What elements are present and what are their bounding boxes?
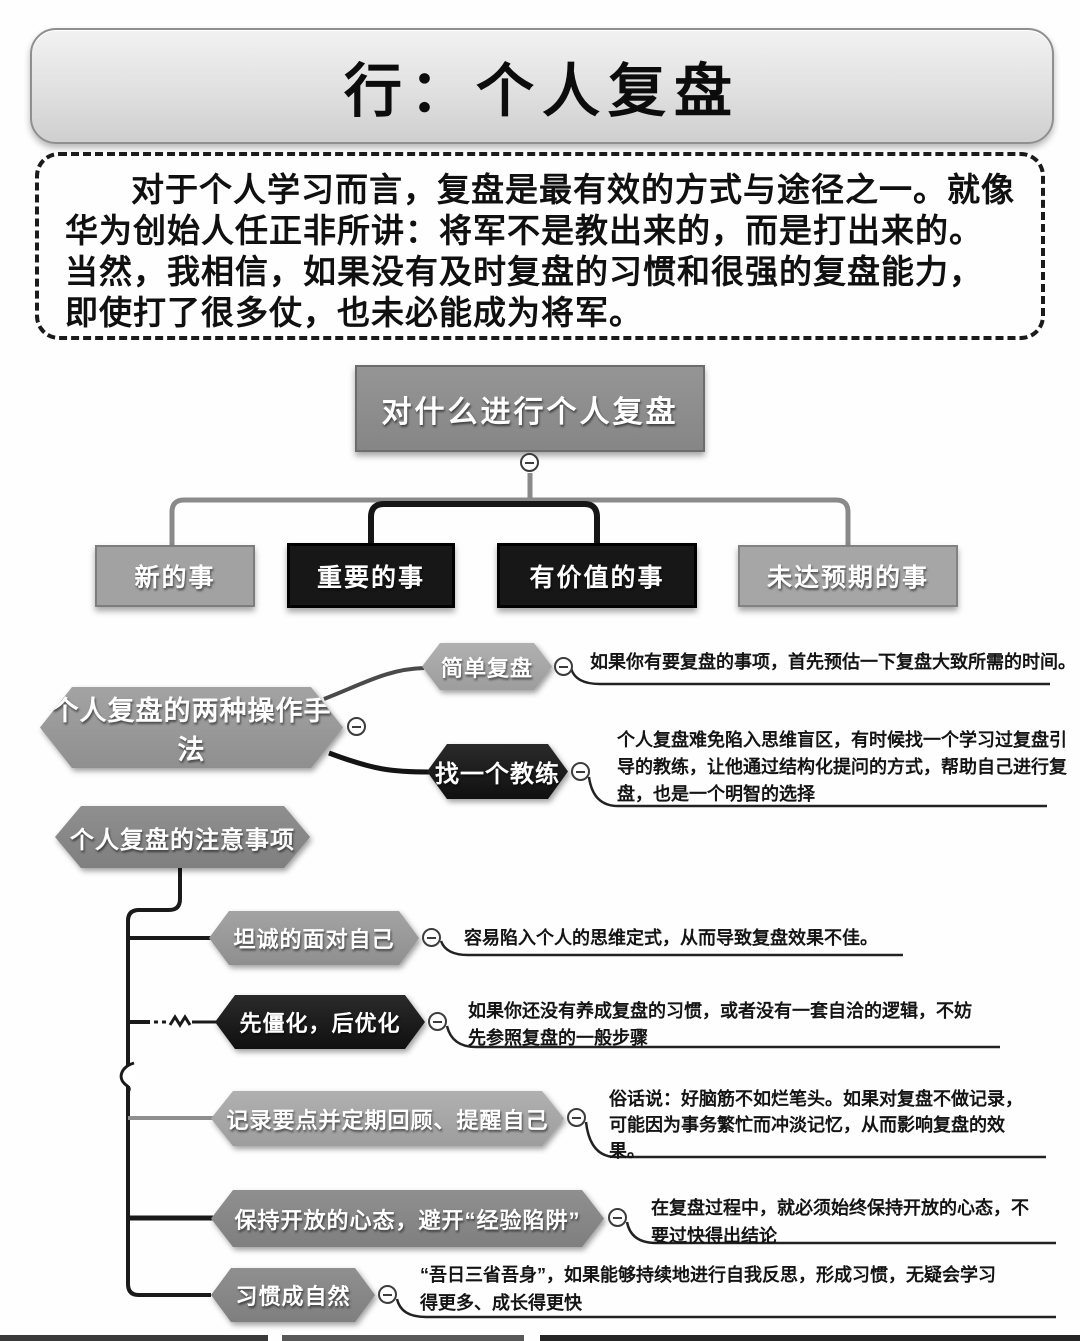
collapse-icon[interactable]	[608, 1208, 627, 1227]
caution-take-notes-label: 记录要点并定期回顾、提醒自己	[211, 1091, 564, 1146]
collapse-icon[interactable]	[428, 1012, 447, 1031]
note-text: 容易陷入个人的思维定式，从而导致复盘效果不佳。	[464, 928, 878, 948]
caution-open-mind-node[interactable]: 保持开放的心态，避开“经验陷阱”	[211, 1190, 604, 1247]
collapse-icon[interactable]	[378, 1285, 397, 1304]
intro-note: 对于个人学习而言，复盘是最有效的方式与途径之一。就像华为创始人任正非所讲：将军不…	[35, 152, 1045, 340]
note-text: 如果你有要复盘的事项，首先预估一下复盘大致所需的时间。	[590, 652, 1076, 672]
note-text: 在复盘过程中，就必须始终保持开放的心态，不要过快得出结论	[651, 1198, 1029, 1246]
methods-root-label: 个人复盘的两种操作手法	[40, 687, 343, 768]
note-text: 俗话说：好脑筋不如烂笔头。如果对复盘不做记录，可能因为事务繁忙而冲淡记忆，从而影…	[609, 1089, 1023, 1161]
collapse-icon[interactable]	[422, 928, 441, 947]
cropped-node-edge	[282, 1335, 524, 1341]
collapse-icon[interactable]	[567, 1108, 586, 1127]
method-find-coach-node[interactable]: 找一个教练	[427, 744, 568, 799]
tree-child-below-expectation-things[interactable]: 未达预期的事	[738, 545, 958, 607]
cropped-node-edge	[0, 1335, 268, 1341]
note-text: “吾日三省吾身”，如果能够持续地进行自我反思，形成习惯，无疑会学习得更多、成长得…	[420, 1265, 996, 1313]
tree-child-new-things[interactable]: 新的事	[95, 545, 255, 607]
caution-rigid-then-optimize-label: 先僵化，后优化	[215, 995, 425, 1049]
caution-take-notes-node[interactable]: 记录要点并定期回顾、提醒自己	[211, 1091, 564, 1146]
note-text: 个人复盘难免陷入思维盲区，有时候找一个学习过复盘引导的教练，让他通过结构化提问的…	[617, 730, 1067, 804]
caution-habit-node[interactable]: 习惯成自然	[211, 1268, 375, 1322]
collapse-icon[interactable]	[554, 657, 573, 676]
caution-habit-label: 习惯成自然	[211, 1268, 375, 1322]
caution-rigid-then-optimize-node[interactable]: 先僵化，后优化	[215, 995, 425, 1049]
collapse-icon[interactable]	[347, 717, 366, 736]
tree-child-valuable-things[interactable]: 有价值的事	[497, 543, 697, 608]
collapse-icon[interactable]	[571, 762, 590, 781]
caution-be-honest-label: 坦诚的面对自己	[209, 911, 419, 965]
method-simple-review-label: 简单复盘	[422, 643, 552, 690]
tree-child-important-things[interactable]: 重要的事	[287, 543, 455, 608]
method-find-coach-label: 找一个教练	[427, 744, 568, 799]
collapse-icon[interactable]	[520, 453, 539, 472]
cropped-node-edge	[540, 1335, 1080, 1341]
note-text: 如果你还没有养成复盘的习惯，或者没有一套自洽的逻辑，不妨先参照复盘的一般步骤	[468, 1001, 972, 1048]
method-simple-review-node[interactable]: 简单复盘	[422, 643, 552, 690]
cautions-root-node[interactable]: 个人复盘的注意事项	[55, 806, 310, 868]
tree-root-node[interactable]: 对什么进行个人复盘	[355, 365, 705, 452]
caution-open-mind-label: 保持开放的心态，避开“经验陷阱”	[211, 1190, 604, 1247]
methods-root-node[interactable]: 个人复盘的两种操作手法	[40, 687, 343, 768]
caution-be-honest-node[interactable]: 坦诚的面对自己	[209, 911, 419, 965]
cautions-root-label: 个人复盘的注意事项	[55, 806, 310, 868]
page-title: 行：个人复盘	[30, 28, 1054, 144]
